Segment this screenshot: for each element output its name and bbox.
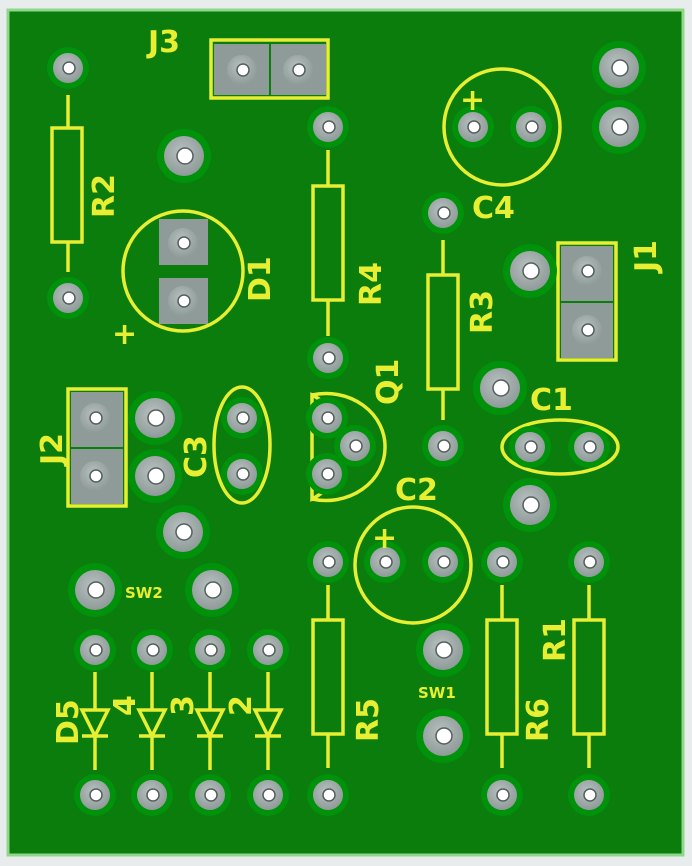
through-hole-pad — [247, 774, 289, 816]
label-c3: C3 — [179, 435, 214, 478]
d1-outline — [121, 209, 245, 333]
c3-outline — [212, 385, 272, 505]
through-hole-pad — [306, 453, 348, 495]
through-hole-pad — [473, 361, 527, 415]
through-hole-pad — [247, 629, 289, 671]
through-hole-pad — [307, 337, 349, 379]
through-hole-pad — [68, 563, 122, 617]
through-hole-pad — [189, 774, 231, 816]
through-hole-pad — [422, 425, 464, 467]
label-r3: R3 — [465, 290, 500, 334]
through-hole-pad — [221, 453, 263, 495]
through-hole-pad — [131, 629, 173, 671]
j3-outline — [209, 38, 330, 100]
through-hole-pad — [503, 478, 557, 532]
through-hole-pad — [592, 100, 646, 154]
label-r2: R2 — [87, 174, 122, 218]
silkscreen-outlines — [50, 38, 620, 768]
c2-outline — [353, 505, 473, 625]
through-hole-pad — [416, 623, 470, 677]
j1-outline — [556, 241, 618, 362]
label-j1: J1 — [629, 240, 664, 274]
label-sw2: SW2 — [125, 584, 163, 602]
label-r6: R6 — [521, 698, 556, 742]
label-sw1: SW1 — [418, 684, 456, 702]
through-hole-pad — [503, 244, 557, 298]
through-hole-pad — [221, 397, 263, 439]
through-hole-pad — [306, 397, 348, 439]
label-j3: J3 — [146, 25, 180, 60]
label-c1: C1 — [530, 383, 573, 418]
through-hole-pad — [185, 563, 239, 617]
c4-plus-mark: + — [460, 83, 485, 118]
through-hole-pad — [80, 403, 110, 433]
through-hole-pad — [334, 425, 376, 467]
through-hole-pad — [47, 47, 89, 89]
through-hole-pad — [168, 228, 198, 258]
c4-outline — [442, 67, 562, 187]
through-hole-pad — [168, 286, 198, 316]
through-hole-pad — [131, 774, 173, 816]
through-hole-pad — [481, 541, 523, 583]
label-c4: C4 — [472, 191, 515, 226]
through-hole-pad — [422, 541, 464, 583]
label-d1: D1 — [243, 256, 278, 302]
through-hole-pad — [156, 505, 210, 559]
reference-labels: J3 R2 D1 R4 C4 J1 R3 Q1 C1 J2 C3 C2 SW2 … — [35, 25, 664, 745]
label-d4: 4 — [108, 695, 143, 716]
through-hole-pad — [572, 315, 602, 345]
through-hole-pad — [364, 541, 406, 583]
through-hole-pad — [592, 41, 646, 95]
c2-plus-mark: + — [372, 521, 397, 556]
through-hole-pad — [157, 129, 211, 183]
through-hole-pad — [189, 629, 231, 671]
through-hole-pad — [572, 256, 602, 286]
round-pads — [47, 41, 646, 816]
led-diode-symbols — [79, 672, 284, 770]
through-hole-pad — [128, 391, 182, 445]
through-hole-pad — [481, 774, 523, 816]
through-hole-pad — [307, 541, 349, 583]
label-r1: R1 — [538, 618, 573, 662]
label-d5: D5 — [51, 699, 86, 745]
d1-plus-mark: + — [112, 317, 137, 352]
label-r5: R5 — [351, 698, 386, 742]
through-hole-pad — [128, 449, 182, 503]
through-hole-pad — [74, 774, 116, 816]
through-hole-pad — [74, 629, 116, 671]
through-hole-pad — [47, 277, 89, 319]
label-c2: C2 — [395, 473, 438, 508]
through-hole-pad — [307, 774, 349, 816]
through-hole-pad — [416, 709, 470, 763]
label-d2: 2 — [224, 695, 259, 716]
label-d3: 3 — [166, 695, 201, 716]
label-r4: R4 — [354, 262, 389, 306]
through-hole-pad — [227, 55, 257, 85]
through-hole-pad — [283, 55, 313, 85]
through-hole-pad — [568, 774, 610, 816]
through-hole-pad — [452, 106, 494, 148]
through-hole-pad — [80, 461, 110, 491]
label-j2: J2 — [35, 433, 70, 467]
c1-outline — [500, 418, 620, 476]
through-hole-pad — [509, 426, 551, 468]
through-hole-pad — [568, 541, 610, 583]
through-hole-pad — [568, 426, 610, 468]
through-hole-pad — [510, 106, 552, 148]
label-q1: Q1 — [371, 359, 406, 405]
through-hole-pad — [307, 106, 349, 148]
j2-outline — [66, 387, 128, 508]
through-hole-pad — [422, 192, 464, 234]
